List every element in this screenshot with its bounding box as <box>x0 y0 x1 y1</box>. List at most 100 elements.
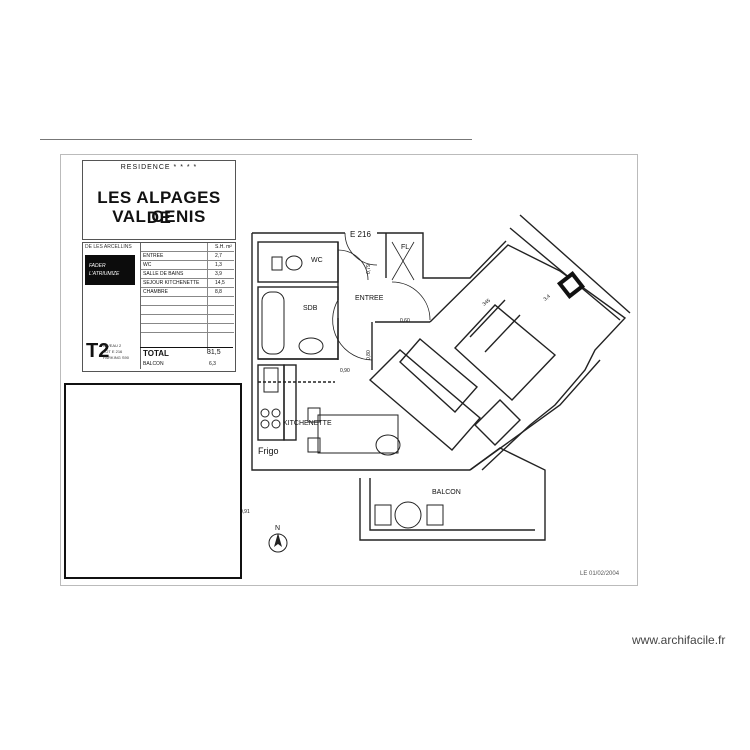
surface-table: S.H. m² ENTREE 2,7 WC 1,3 SALLE DE BAINS… <box>140 243 234 369</box>
residence-label: RESIDENCE * * * * <box>120 164 198 171</box>
total-value: 31,5 <box>207 349 221 356</box>
sheet-frame <box>60 154 638 586</box>
table-header-row: S.H. m² <box>141 243 234 252</box>
plan-wall <box>377 232 507 279</box>
dimension-label: 0,80 <box>366 350 372 360</box>
room-value: 2,7 <box>215 253 222 259</box>
room-name: ENTREE <box>143 253 164 259</box>
balcony-inner <box>369 478 535 531</box>
bed <box>368 349 481 451</box>
balcony-chair <box>374 504 392 526</box>
plan-wall <box>251 233 470 471</box>
dimension-label: 0,91 <box>240 509 250 515</box>
watermark: www.archifacile.fr <box>632 633 726 647</box>
dimension-label: 0,60 <box>400 318 410 324</box>
room-name: CHAMBRE <box>143 289 169 295</box>
table-divider <box>207 243 208 353</box>
table-row <box>141 306 234 315</box>
logo-line-2: L'ATRIUMIZE <box>89 271 120 277</box>
bed-line <box>484 314 521 353</box>
wc-label: WC <box>311 257 323 264</box>
wc-room <box>257 241 339 283</box>
kitchenette-label: KITCHENETTE <box>283 420 332 427</box>
toilet-tank <box>271 256 283 271</box>
balcon-label: BALCON <box>432 489 461 496</box>
burner <box>260 419 270 429</box>
balcony-table <box>394 501 422 529</box>
table-row <box>141 324 234 333</box>
room-value: 1,3 <box>215 262 222 268</box>
room-name: SALLE DE BAINS <box>143 271 184 277</box>
duct-cross <box>391 241 415 281</box>
sdb-room <box>257 286 339 360</box>
table-row: WC 1,3 <box>141 261 234 270</box>
sink <box>263 367 279 393</box>
sdb-label: SDB <box>303 305 318 312</box>
type-detail: NIVEAU 2 <box>103 343 122 348</box>
toilet <box>285 255 303 271</box>
washbasin <box>298 337 324 355</box>
table-row <box>141 297 234 306</box>
title-line-2: VAL CENIS <box>112 207 206 226</box>
title-line-1: LES ALPAGES DE <box>97 188 221 227</box>
entree-label: ENTREE <box>355 295 384 302</box>
north-label: N <box>275 525 280 532</box>
north-arrow-icon <box>274 533 282 547</box>
surface-card: DE LES ARCELLINS FADER L'ATRIUMIZE S.H. … <box>82 242 236 372</box>
frigo-label: Frigo <box>258 446 279 456</box>
dimension-label: 345 <box>482 298 492 308</box>
fl-label: FL <box>401 244 409 251</box>
room-value: 14,5 <box>215 280 225 286</box>
room-value: 8,8 <box>215 289 222 295</box>
bed-line <box>469 299 506 338</box>
burner <box>260 408 270 418</box>
chair <box>307 407 321 423</box>
balcony-label: BALCON <box>143 361 164 367</box>
agency-logo: FADER L'ATRIUMIZE <box>85 255 135 285</box>
table-row: ENTREE 2,7 <box>141 252 234 261</box>
bed <box>474 399 521 446</box>
room-name: WC <box>143 262 152 268</box>
dining-table <box>317 414 399 454</box>
room-name: SEJOUR KITCHENETTE <box>143 280 200 286</box>
dimension-label: 0,90 <box>340 368 350 374</box>
plan-date: LE 01/02/2004 <box>580 571 620 577</box>
balcony-chair <box>426 504 444 526</box>
kitchen-unit <box>283 364 297 441</box>
blank-frame <box>64 383 242 579</box>
apartment-type: T2 <box>86 340 110 362</box>
room-value: 3,9 <box>215 271 222 277</box>
bathtub <box>261 291 285 355</box>
total-rule <box>140 347 233 348</box>
logo-line-1: FADER <box>89 263 106 269</box>
card-header: DE LES ARCELLINS <box>85 244 132 250</box>
burner <box>271 408 281 418</box>
balcony-value: 6,3 <box>209 361 216 367</box>
table-row: SEJOUR KITCHENETTE 14,5 <box>141 279 234 288</box>
bed <box>454 304 557 401</box>
door-swing <box>344 232 378 266</box>
surface-header: S.H. m² <box>215 244 232 250</box>
table-row: CHAMBRE 8,8 <box>141 288 234 297</box>
door-swing <box>391 281 431 321</box>
table-row: SALLE DE BAINS 3,9 <box>141 270 234 279</box>
burner <box>271 419 281 429</box>
unit-label: E 216 <box>350 230 371 239</box>
plan-wall <box>509 227 621 321</box>
kitchen-unit <box>257 364 285 441</box>
sofa-bed <box>399 338 478 413</box>
total-label: TOTAL <box>143 349 169 358</box>
type-detail: LOT E 216 <box>103 349 123 354</box>
balcony-outline <box>359 447 546 541</box>
chair <box>307 437 321 453</box>
door-swing <box>332 299 373 361</box>
door-swing <box>337 249 369 281</box>
type-detail: PARKING S90 <box>103 355 129 360</box>
stool <box>375 434 401 456</box>
dimension-label: 0,79 <box>366 264 372 274</box>
dimension-label: 3,4 <box>543 293 552 302</box>
sheet-top-line <box>40 139 472 140</box>
plan-wall <box>429 244 627 471</box>
table-row <box>141 315 234 324</box>
